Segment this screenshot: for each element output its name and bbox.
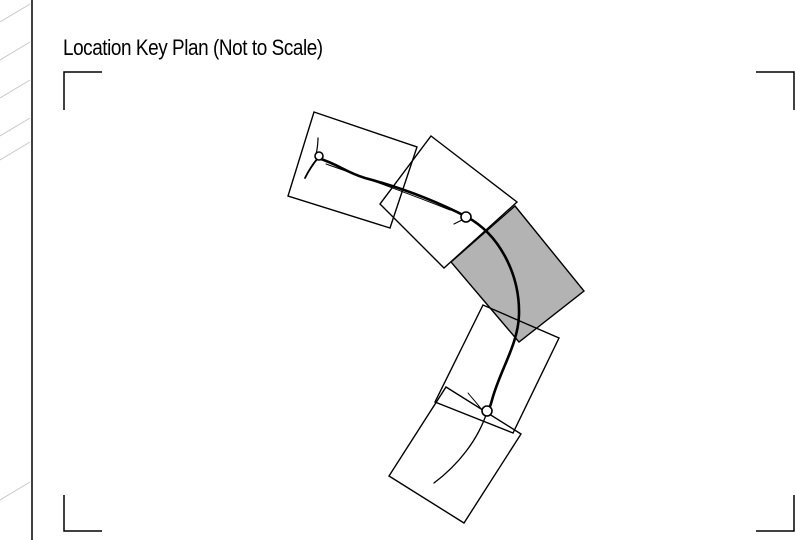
road-central-branch [453, 219, 463, 225]
road-alignment [304, 137, 521, 484]
road-west-spur [304, 157, 319, 179]
corner-mark-top-left [63, 71, 102, 110]
sheet-outlines [287, 111, 585, 524]
roundabout-central [460, 211, 472, 223]
road-edge-left [325, 163, 451, 211]
roundabout-west [314, 151, 324, 161]
sheet-3 [450, 204, 585, 343]
roundabout-south [481, 405, 493, 417]
background-hatch [0, 3, 31, 501]
sheet-2 [379, 135, 519, 269]
key-plan-title: Location Key Plan (Not to Scale) [63, 35, 323, 60]
left-margin [0, 0, 33, 540]
sheet-5 [388, 386, 522, 524]
roundabouts [314, 151, 493, 417]
corner-mark-bottom-right [756, 495, 795, 532]
sheet-1 [287, 111, 418, 229]
road-south-branch [467, 392, 483, 411]
corner-marks [63, 71, 795, 532]
sheet-4 [434, 304, 560, 434]
road-south-tail [433, 411, 488, 484]
corner-mark-top-right [756, 71, 795, 110]
corner-mark-bottom-left [63, 495, 102, 532]
